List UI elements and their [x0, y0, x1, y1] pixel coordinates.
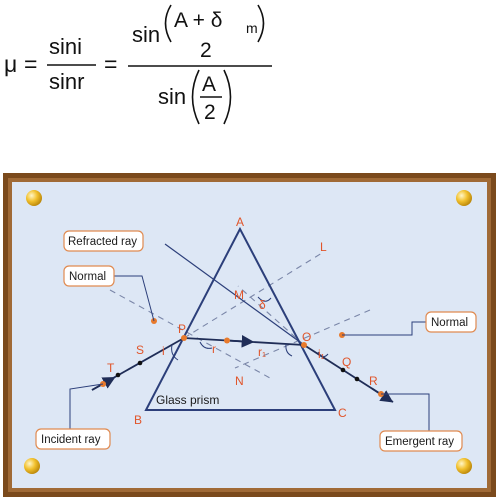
lhs-numerator: sini — [49, 34, 82, 59]
refracted-ray-callout-text: Refracted ray — [68, 236, 137, 248]
rhs-top-subscript: m — [246, 20, 258, 36]
pin-top-left-icon — [26, 190, 42, 206]
equals-sign-1: = — [24, 51, 37, 77]
rhs-top-sin: sin — [132, 22, 160, 47]
emergent-ray-callout — [379, 430, 463, 452]
angle-i-label: i — [162, 344, 165, 358]
point-o-marker — [301, 342, 307, 348]
vertex-c-label: C — [338, 406, 347, 420]
rhs-bottom-left-paren — [191, 69, 200, 125]
angle-i1-label: i₁ — [318, 347, 325, 361]
emergent-ray-leader — [381, 393, 430, 431]
glass-prism-label: Glass prism — [156, 393, 219, 407]
normal-right-callout — [425, 311, 477, 333]
angle-r1-label: r₁ — [258, 345, 266, 359]
angle-delta-arc — [257, 296, 272, 302]
point-q-label: Q — [342, 355, 351, 369]
point-r-marker — [354, 376, 360, 382]
normal-left-callout — [63, 265, 115, 287]
incident-ray-callout — [35, 428, 111, 450]
angle-r-label: r — [212, 342, 216, 356]
rhs-top-left-paren — [164, 4, 172, 43]
refracted-ray-leader — [164, 243, 305, 346]
glass-prism — [144, 226, 337, 411]
emergent-ray-callout-text: Emergent ray — [385, 436, 454, 448]
point-p-marker — [181, 335, 187, 341]
point-r-label: R — [369, 374, 378, 388]
point-p-label: P — [178, 322, 186, 336]
angle-delta-label: δ — [259, 298, 266, 312]
rhs-bottom-numerator: A — [202, 73, 216, 96]
rhs-bottom-sin: sin — [158, 84, 186, 109]
pin-bottom-left-icon — [24, 458, 40, 474]
point-l-label: L — [320, 240, 327, 254]
angle-r-arc — [199, 341, 213, 349]
point-t-marker — [115, 372, 121, 378]
vertex-b-label: B — [134, 413, 142, 427]
point-s-label: S — [136, 343, 144, 357]
rhs-top-right-paren — [257, 4, 265, 43]
rhs-top-divisor: 2 — [200, 39, 212, 62]
prism-diagram-board: A B C P O M N S T Q R L i r r₁ i₁ δ Glas… — [3, 173, 496, 497]
normal-right-leader — [342, 321, 426, 336]
refracted-ray-arrow — [229, 335, 255, 348]
incident-ray-callout-text: Incident ray — [41, 434, 101, 446]
rhs-bottom-denominator: 2 — [204, 101, 216, 124]
pin-top-right-icon — [456, 190, 472, 206]
emergent-backward-extension-line — [237, 285, 305, 346]
refracted-marker — [224, 337, 230, 344]
vertex-a-label: A — [236, 215, 244, 229]
equals-sign-2: = — [104, 51, 117, 77]
refractive-index-formula: μ = sini sinr = sin A + δ m 2 sin A 2 — [4, 4, 272, 125]
mu-symbol: μ — [4, 51, 17, 77]
point-m-label: M — [234, 288, 244, 302]
rhs-top-argument: A + δ — [174, 9, 222, 32]
point-n-label: N — [235, 374, 244, 388]
normal-line-at-o — [234, 309, 371, 369]
normal-line-at-p — [109, 289, 271, 379]
pin-bottom-right-icon — [456, 458, 472, 474]
point-q-marker — [340, 367, 346, 373]
rhs-bottom-right-paren — [223, 69, 232, 125]
incident-ray-leader — [69, 383, 104, 430]
point-o-label: O — [302, 330, 311, 344]
point-t-label: T — [107, 361, 115, 375]
normal-right-callout-text: Normal — [431, 317, 468, 329]
angle-r1-arc — [285, 343, 293, 357]
normal-left-callout-text: Normal — [69, 271, 106, 283]
normal-left-leader — [114, 275, 155, 322]
incident-extension-line — [183, 252, 323, 339]
angle-i-arc — [171, 344, 179, 361]
angle-i1-arc — [317, 351, 329, 358]
point-s-marker — [137, 360, 143, 366]
refracted-ray-callout — [63, 230, 144, 252]
lhs-denominator: sinr — [49, 69, 84, 94]
